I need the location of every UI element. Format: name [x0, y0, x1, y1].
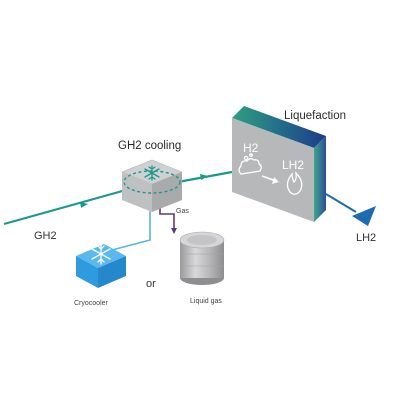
liquefaction-h2-label: H2 — [243, 141, 259, 155]
snowflake-icon — [91, 243, 111, 265]
flow-arrow-head — [80, 202, 88, 208]
gas-label: Gas — [176, 208, 189, 215]
liquefaction-label: Liquefaction — [284, 110, 347, 122]
arrow-right-icon — [261, 175, 279, 184]
flow-arrow-head — [200, 174, 208, 180]
flame-drop-icon — [286, 171, 303, 195]
or-label: or — [146, 278, 156, 290]
liquid-gas-tank — [179, 231, 225, 285]
cryocooler-unit — [76, 243, 126, 288]
lh2-flow-line — [325, 193, 376, 226]
snowflake-icon — [144, 165, 160, 181]
lh2-output-label: LH2 — [356, 232, 377, 244]
gas-arrow-head — [171, 228, 177, 234]
liquefaction-unit — [232, 106, 326, 222]
gh2-flow-line — [3, 170, 233, 226]
liquid-gas-label: Liquid gas — [190, 298, 222, 305]
gh2-input-label: GH2 — [34, 230, 57, 242]
gh2-cooling-label: GH2 cooling — [118, 140, 182, 152]
cryocooler-label: Cryocooler — [74, 300, 108, 307]
gh2-cooling-unit — [121, 159, 183, 212]
lh2-arrow-head — [352, 206, 376, 226]
liquefaction-lh2-label: LH2 — [282, 158, 305, 172]
gas-cloud-icon — [238, 153, 262, 175]
